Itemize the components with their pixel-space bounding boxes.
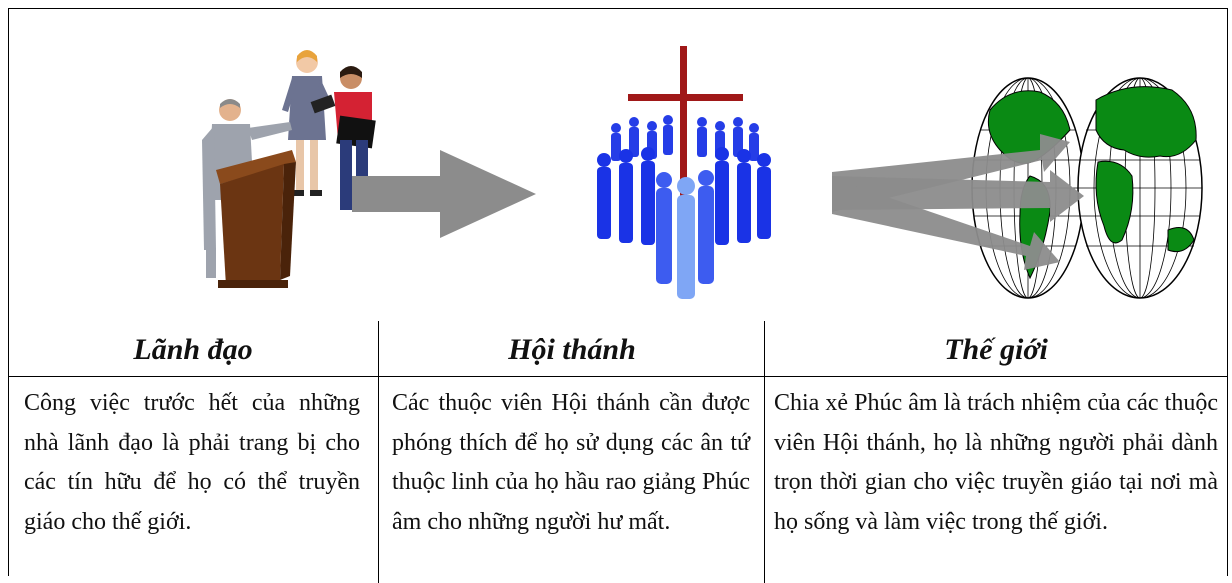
column-title-leaders: Lãnh đạo [133,333,253,366]
column-text-leaders: Công việc trước hết của những nhà lãnh đ… [24,390,360,535]
crowd-front-row [656,170,714,299]
globe-east [1077,77,1203,299]
column-divider [764,321,765,583]
column-text-church: Các thuộc viên Hội thánh cần được phóng … [392,390,750,535]
column-text-world: Chia xẻ Phúc âm là trách nhiệm của các t… [774,390,1218,535]
leaders-at-podium-icon [202,50,376,288]
arrows-to-world [832,134,1084,270]
column-title-church: Hội thánh [508,333,636,366]
crowd [597,115,771,299]
table-divider [8,376,1228,377]
world-map-icon [832,77,1203,299]
cross-horizontal [628,94,743,101]
cross-vertical [680,46,687,256]
diagram-frame [8,8,1228,576]
column-divider [378,321,379,583]
arrow-right-icon [352,150,536,238]
illustrations [202,46,1203,299]
podium [216,150,296,288]
cross-and-crowd-icon [597,46,771,299]
woman-figure [282,50,336,196]
crowd-middle-row [597,147,771,245]
man-red-shirt-figure [334,66,376,210]
column-title-world: Thế giới [944,333,1048,366]
